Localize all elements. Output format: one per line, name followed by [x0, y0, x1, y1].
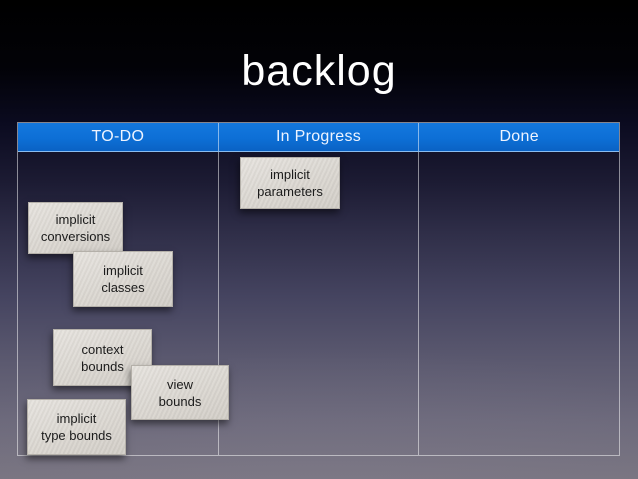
card-implicit-parameters[interactable]: implicit parameters [240, 157, 340, 209]
column-header-in-progress: In Progress [217, 123, 419, 151]
board-header-row: TO-DO In Progress Done [18, 123, 619, 152]
card-line: classes [101, 280, 145, 295]
card-line: implicit [56, 411, 97, 426]
card-line: bounds [81, 358, 124, 374]
card-line: implicit [55, 212, 96, 227]
column-done [418, 152, 619, 455]
column-in-progress [217, 152, 419, 455]
column-header-done: Done [418, 123, 619, 151]
card-implicit-conversions[interactable]: implicit conversions [28, 202, 123, 254]
card-line: bounds [158, 393, 202, 409]
card-line: view [166, 376, 193, 392]
card-implicit-type-bounds[interactable]: implicit type bounds [27, 399, 126, 455]
card-line: implicit [270, 167, 310, 182]
card-implicit-classes[interactable]: implicit classes [73, 251, 173, 307]
card-line: parameters [257, 184, 323, 199]
card-line: implicit [103, 263, 143, 278]
column-header-todo: TO-DO [91, 128, 145, 145]
kanban-board: TO-DO In Progress Done [17, 122, 620, 456]
card-line: conversions [40, 229, 111, 244]
card-view-bounds[interactable]: view bounds [131, 365, 229, 420]
board-body [18, 152, 619, 455]
card-line: type bounds [41, 428, 112, 443]
slide-title: backlog [241, 47, 397, 95]
card-line: context [81, 341, 124, 357]
